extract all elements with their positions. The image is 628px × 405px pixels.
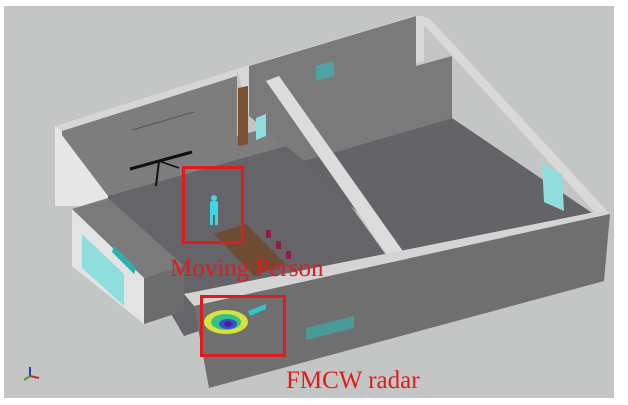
floor-plan-3d <box>55 16 610 388</box>
fmcw-radar-label: FMCW radar <box>286 367 420 394</box>
outer-wall-top <box>55 69 237 131</box>
front-wall-top <box>184 211 610 306</box>
moving-person-label: Moving Person <box>170 255 324 282</box>
moving-person-highlight-box <box>182 166 244 244</box>
right-outer-wall-top <box>416 16 610 218</box>
door <box>238 86 248 146</box>
tripod-leg <box>155 160 160 187</box>
chair <box>266 230 271 238</box>
radar-antenna-pattern <box>204 304 266 334</box>
left-room-back-wall <box>62 76 304 211</box>
chair <box>276 241 281 249</box>
scene-viewport: Moving Person FMCW radar <box>4 6 614 398</box>
left-wall-face <box>55 126 108 206</box>
left-lower-block-top <box>72 198 184 278</box>
dividing-wall-top <box>266 76 424 286</box>
window-left <box>82 234 124 306</box>
conference-table <box>214 224 286 276</box>
projector-screen <box>131 111 195 131</box>
human-figure <box>210 195 218 225</box>
projector-bar <box>129 150 193 171</box>
left-lower-block-side <box>144 266 184 324</box>
window-back <box>316 61 334 81</box>
window-right <box>542 164 564 211</box>
tripod-leg <box>158 160 180 169</box>
window-left-sill <box>112 246 136 274</box>
front-wall-face <box>194 214 610 388</box>
window-door-side <box>256 114 266 140</box>
window-front <box>306 316 354 340</box>
fmcw-radar-highlight-box <box>200 295 286 357</box>
chair <box>286 251 291 259</box>
axis-triad-icon <box>23 367 40 381</box>
